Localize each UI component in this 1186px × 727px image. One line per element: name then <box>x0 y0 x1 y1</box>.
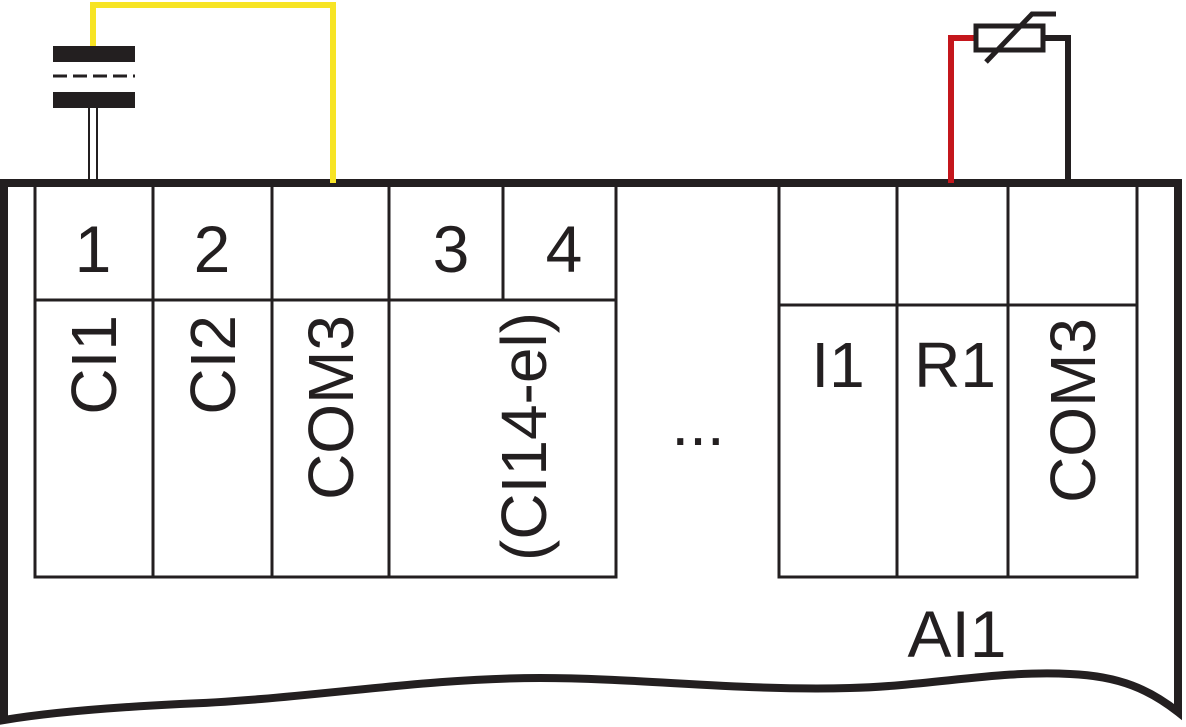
black-wire <box>1043 35 1071 187</box>
yellow-wire <box>90 2 336 183</box>
label-ci1: CI1 <box>58 315 130 415</box>
terminal-number-2: 2 <box>194 212 231 286</box>
enclosure-outline <box>0 179 1182 725</box>
thermistor-icon <box>973 11 1056 64</box>
label-r1: R1 <box>914 329 996 401</box>
red-wire <box>948 35 976 183</box>
capacitive-sensor-icon <box>53 46 135 183</box>
label-ci2: CI2 <box>177 315 249 415</box>
label-ci14-el: (CI14-el) <box>488 312 560 561</box>
left-terminal-block <box>33 181 618 579</box>
label-com3-left: COM3 <box>295 315 367 500</box>
group-label-ai1: AI1 <box>907 597 1006 671</box>
label-com3-right: COM3 <box>1037 318 1109 503</box>
terminal-number-1: 1 <box>75 212 112 286</box>
terminal-number-3: 3 <box>433 212 470 286</box>
ellipsis: ... <box>671 387 724 459</box>
label-i1: I1 <box>811 329 864 401</box>
right-terminal-block <box>777 181 1139 579</box>
terminal-number-4: 4 <box>546 212 583 286</box>
